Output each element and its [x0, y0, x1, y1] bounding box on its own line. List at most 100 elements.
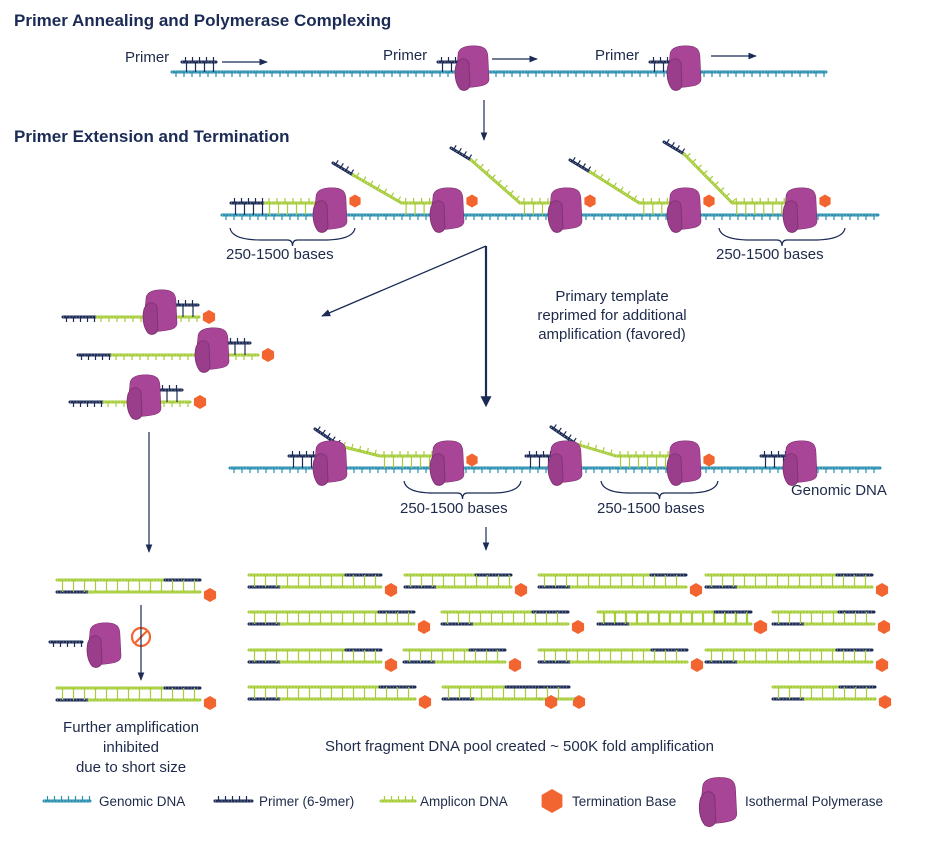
- primer-strand: [180, 57, 218, 64]
- termination-base-icon: [584, 194, 596, 208]
- ds-fragment: [704, 573, 889, 597]
- bases-label-2: 250-1500 bases: [716, 246, 824, 263]
- displaced-amplicon-strand: [682, 152, 736, 205]
- displaced-primer-strand: [662, 138, 686, 156]
- termination-base-icon: [349, 194, 361, 208]
- inhibited-fragments: [48, 578, 217, 710]
- polymerase-icon: [547, 187, 583, 233]
- legend-polymerase-label: Isothermal Polymerase: [745, 794, 884, 809]
- ds-fragment: [596, 610, 767, 634]
- reprimed-note: Primary template reprimed for additional…: [512, 287, 712, 344]
- displaced-amplicon-strand: [351, 172, 404, 205]
- fragment-with-polymerase: [76, 327, 275, 373]
- displaced-amplicon-strand: [338, 441, 382, 458]
- fragment-pool: [247, 573, 892, 709]
- termination-base-icon: [703, 194, 715, 208]
- amplicon-strand: [378, 451, 439, 458]
- termination-base-icon: [690, 658, 704, 672]
- reprimed-line-2: reprimed for additional: [537, 307, 687, 324]
- ds-fragment-hidden: [504, 685, 575, 709]
- ds-fragment: [537, 648, 704, 672]
- primer-label-2: Primer: [383, 47, 428, 64]
- primer-strand: [76, 353, 114, 360]
- polymerase-icon: [666, 440, 702, 486]
- ds-fragment: [440, 610, 585, 634]
- ds-fragment: [247, 685, 432, 709]
- termination-base-icon: [384, 583, 398, 597]
- termination-base-icon: [878, 695, 892, 709]
- termination-base-icon: [261, 348, 275, 362]
- inhibited-line-1: Further amplification: [63, 719, 199, 736]
- termination-base-icon: [466, 453, 478, 467]
- free-primer-strand: [48, 640, 84, 647]
- displaced-amplicon-strand: [574, 440, 618, 458]
- displaced-primer-strand: [568, 156, 592, 174]
- ds-fragment: [403, 573, 528, 597]
- termination-base-icon: [875, 658, 889, 672]
- polymerase-icon: [142, 289, 178, 335]
- displaced-primer-strand: [331, 159, 355, 177]
- primer-strand: [229, 198, 267, 205]
- displaced-amplicon-strand: [588, 169, 641, 205]
- termination-base-icon: [466, 194, 478, 208]
- polymerase-icon: [429, 187, 465, 233]
- brace-icon: [229, 227, 356, 247]
- bases-label-3: 250-1500 bases: [400, 500, 508, 517]
- polymerase-icon: [312, 440, 348, 486]
- amplicon-strand: [614, 451, 678, 458]
- termination-base-icon: [418, 695, 432, 709]
- polymerase-icon: [547, 440, 583, 486]
- pool-caption: Short fragment DNA pool created ~ 500K f…: [325, 738, 714, 755]
- genomic-dna-label: Genomic DNA: [791, 482, 887, 499]
- polymerase-icon: [666, 187, 702, 233]
- termination-base-icon: [689, 583, 703, 597]
- amplicon-strand: [110, 353, 260, 360]
- polymerase-icon: [312, 187, 348, 233]
- legend-genomic-label: Genomic DNA: [99, 794, 186, 809]
- step2-extension: [220, 138, 880, 233]
- termination-base-icon: [875, 583, 889, 597]
- ds-fragment: [704, 648, 889, 672]
- short-fragment-branch: [61, 289, 275, 420]
- inhibited-note: Further amplification inhibited due to s…: [36, 718, 226, 778]
- reprimed-line-3: amplification (favored): [538, 326, 686, 343]
- genomic-dna-strand: [170, 70, 828, 77]
- branch-arrow-icon: [321, 245, 487, 317]
- legend-amplicon-label: Amplicon DNA: [420, 794, 508, 809]
- legend-amplicon-swatch: [379, 796, 417, 803]
- termination-base-icon: [384, 658, 398, 672]
- polymerase-icon: [666, 45, 702, 91]
- polymerase-icon: [126, 374, 162, 420]
- termination-base-icon: [703, 453, 715, 467]
- termination-base-icon: [417, 620, 431, 634]
- bases-label-1: 250-1500 bases: [226, 246, 334, 263]
- ds-fragment: [247, 573, 398, 597]
- polymerase-icon: [782, 187, 818, 233]
- termination-base-icon: [545, 695, 558, 709]
- legend-termination-label: Termination Base: [572, 794, 677, 809]
- displaced-amplicon-strand: [469, 158, 522, 205]
- legend-termination-swatch: [541, 789, 563, 813]
- termination-base-icon: [193, 395, 207, 409]
- termination-base-icon: [203, 588, 217, 602]
- brace-icon: [718, 227, 846, 247]
- ds-fragment: [771, 685, 892, 709]
- ds-fragment: [771, 610, 891, 634]
- brace-icon: [403, 480, 522, 500]
- legend-polymerase-swatch: [698, 777, 738, 827]
- legend-genomic-swatch: [42, 796, 92, 803]
- inhibited-line-3: due to short size: [75, 759, 187, 776]
- amplicon-strand: [730, 198, 794, 205]
- ds-fragment: [55, 686, 217, 710]
- fragment-with-polymerase: [68, 374, 207, 420]
- ds-fragment: [247, 648, 398, 672]
- ds-fragment: [55, 578, 217, 602]
- step3-reprimed-template: [228, 424, 882, 486]
- termination-base-icon: [572, 695, 586, 709]
- termination-base-icon: [753, 620, 767, 634]
- polymerase-icon: [429, 440, 465, 486]
- primer-label-1: Primer: [125, 49, 170, 66]
- polymerase-icon: [454, 45, 490, 91]
- primer-strand: [68, 400, 106, 407]
